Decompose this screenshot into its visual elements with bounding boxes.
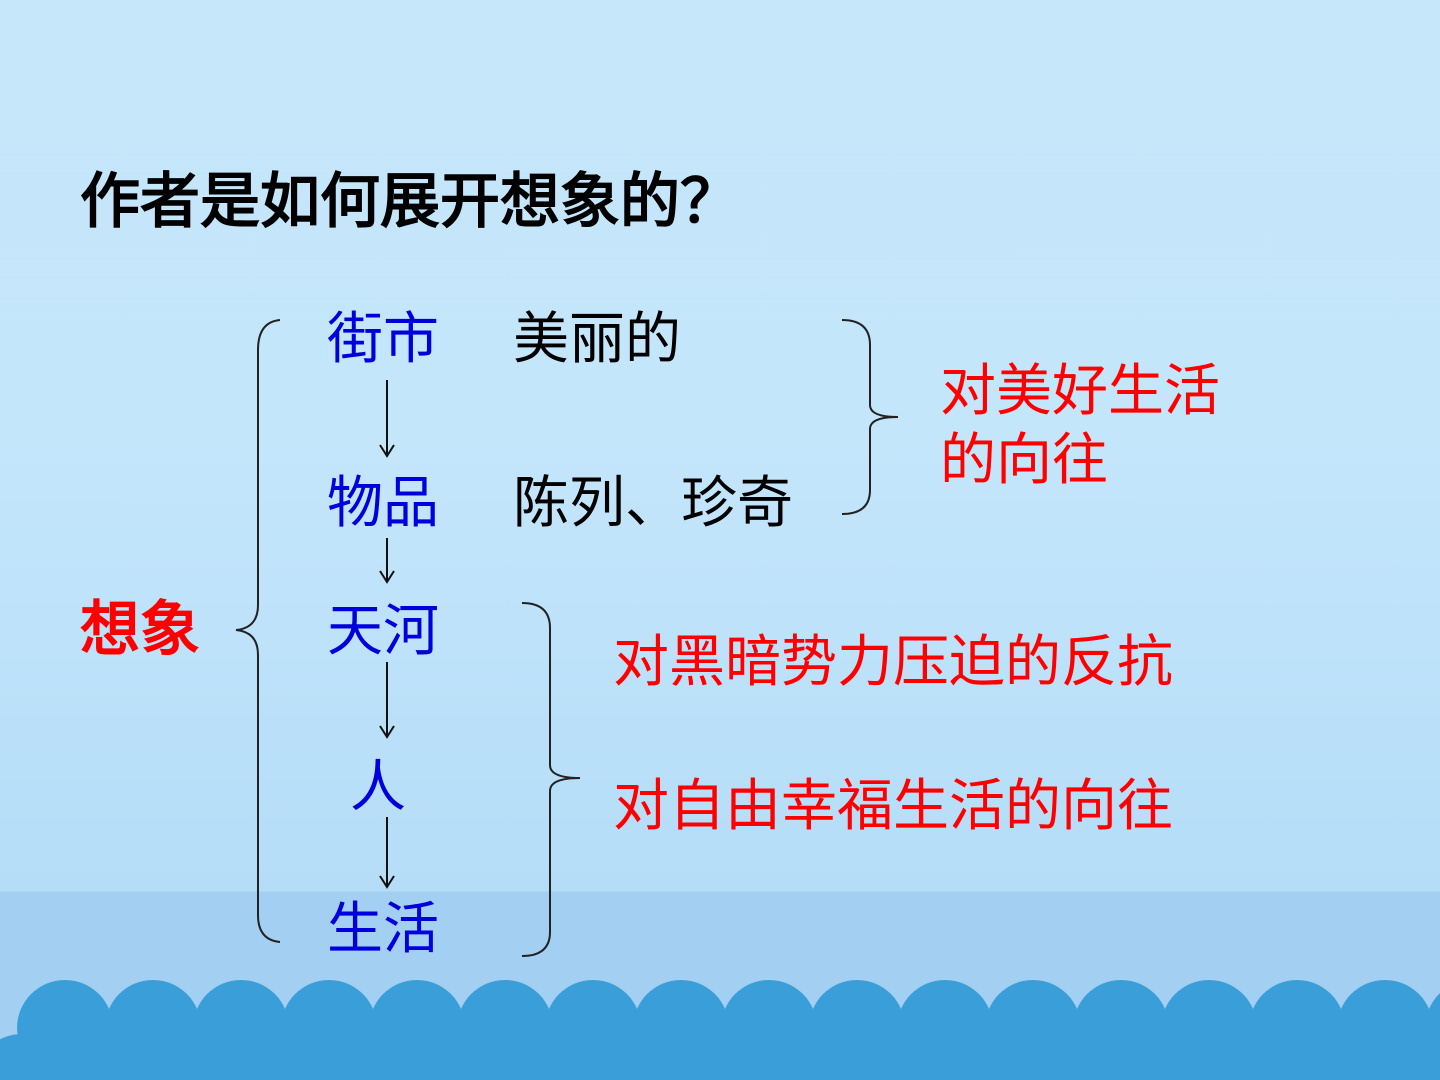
node-goods: 物品	[327, 471, 439, 536]
right-brace-bottom	[521, 602, 581, 957]
wave-circle	[678, 1034, 774, 1080]
wave-circle	[326, 1034, 422, 1080]
wave-decoration	[0, 980, 1440, 1080]
wave-circle	[1294, 1034, 1390, 1080]
wave-circle	[1382, 1034, 1440, 1080]
arrow-3	[379, 662, 395, 739]
meaning-bottom-1: 对黑暗势力压迫的反抗	[613, 630, 1173, 695]
meaning-top-line-1: 对美好生活	[940, 359, 1220, 424]
left-brace	[235, 319, 281, 943]
desc-goods: 陈列、珍奇	[513, 471, 793, 536]
wave-circle	[502, 1034, 598, 1080]
right-brace-top	[841, 319, 899, 515]
node-street: 街市	[327, 307, 439, 372]
wave-circle	[942, 1034, 1038, 1080]
arrow-2	[379, 538, 395, 584]
page-title: 作者是如何展开想象的？	[80, 167, 740, 237]
node-milky-way: 天河	[327, 599, 439, 664]
main-label: 想象	[80, 595, 200, 665]
wave-circle	[1206, 1034, 1302, 1080]
wave-circle	[1030, 1034, 1126, 1080]
wave-circle	[62, 1034, 158, 1080]
wave-circle	[150, 1034, 246, 1080]
meaning-bottom-2: 对自由幸福生活的向往	[613, 774, 1173, 839]
wave-circle	[766, 1034, 862, 1080]
node-life: 生活	[327, 897, 439, 962]
wave-circle	[0, 1034, 70, 1080]
wave-circle	[1118, 1034, 1214, 1080]
arrow-1	[379, 380, 395, 458]
arrow-4	[379, 817, 395, 889]
meaning-top-line-2: 的向往	[940, 428, 1108, 493]
node-people: 人	[350, 755, 406, 820]
wave-circle	[590, 1034, 686, 1080]
wave-circle	[854, 1034, 950, 1080]
wave-circle	[414, 1034, 510, 1080]
desc-street: 美丽的	[513, 307, 681, 372]
wave-circle	[238, 1034, 334, 1080]
